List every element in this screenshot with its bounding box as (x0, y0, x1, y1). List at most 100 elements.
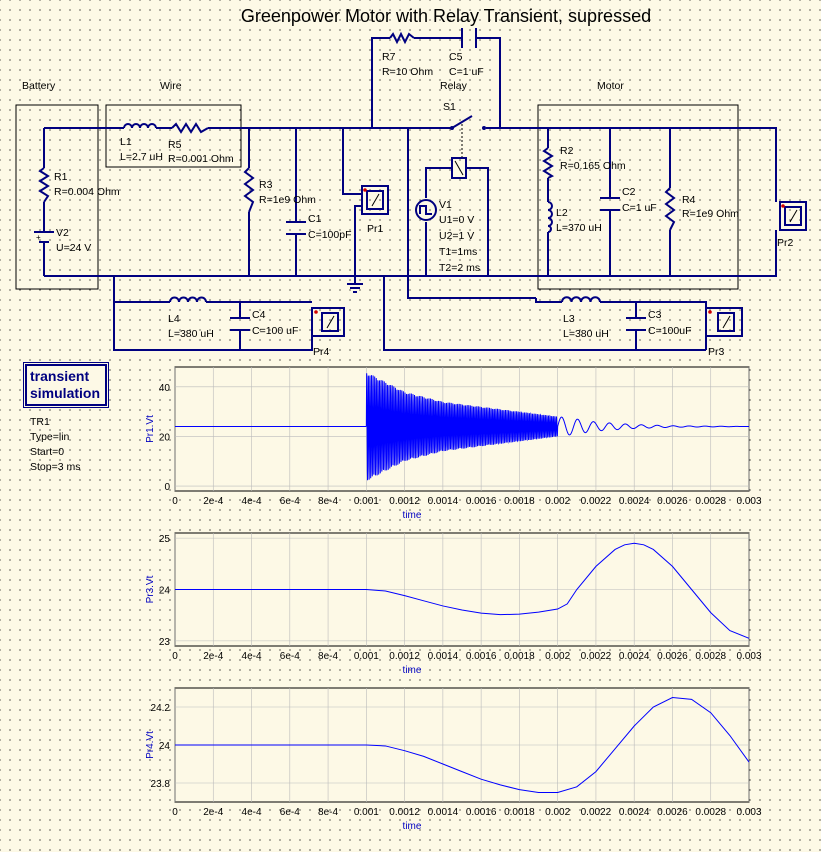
resistor-R7[interactable] (389, 31, 415, 45)
R5-value: R=0.001 Ohm (168, 153, 234, 165)
x-tick-label: 0.002 (545, 496, 570, 507)
relay-switch-S1[interactable] (450, 115, 486, 158)
wire-section-box (105, 104, 242, 168)
C3-name: C3 (648, 309, 662, 321)
x-axis-label: time (403, 665, 422, 676)
x-tick-label: 0.0022 (581, 496, 612, 507)
x-tick-label: 0.0016 (466, 807, 497, 818)
Pr4-name: Pr4 (313, 346, 330, 358)
diagram-title: Greenpower Motor with Relay Transient, s… (241, 6, 651, 26)
x-tick-label: 8e-4 (318, 496, 338, 507)
probe-Pr2[interactable] (779, 201, 807, 231)
C1-value: C=100pF (308, 229, 352, 241)
relay-label: Relay (440, 80, 468, 92)
x-tick-label: 8e-4 (318, 807, 338, 818)
x-tick-label: 0.0014 (428, 807, 459, 818)
x-tick-label: 0.0012 (389, 807, 420, 818)
ground-symbol (347, 276, 363, 293)
probe-Pr4[interactable] (311, 307, 345, 337)
L2-name: L2 (556, 207, 568, 219)
C4-name: C4 (252, 309, 266, 321)
C3-value: C=100uF (648, 325, 692, 337)
x-tick-label: 0 (172, 651, 178, 662)
x-tick-label: 0 (172, 807, 178, 818)
C5-value: C=1 uF (449, 66, 484, 78)
x-tick-label: 0.0018 (504, 496, 535, 507)
L4-name: L4 (168, 313, 180, 325)
C2-name: C2 (622, 186, 636, 198)
motor-label: Motor (597, 80, 624, 92)
L1-name: L1 (120, 136, 132, 148)
x-tick-label: 0.0026 (657, 651, 688, 662)
resistor-R4[interactable] (664, 187, 676, 231)
capacitor-C5[interactable] (461, 28, 477, 48)
wires (43, 37, 777, 351)
wire-label: Wire (160, 80, 182, 92)
Pr2-name: Pr2 (777, 237, 794, 249)
L3-name: L3 (563, 313, 575, 325)
x-tick-label: 0 (172, 496, 178, 507)
relay-coil[interactable] (451, 157, 467, 179)
x-tick-label: 0.001 (354, 651, 379, 662)
x-tick-label: 4e-4 (242, 651, 262, 662)
capacitor-C2[interactable] (600, 197, 620, 211)
x-tick-label: 0.0018 (504, 807, 535, 818)
Pr1-name: Pr1 (367, 223, 384, 235)
series-line (175, 696, 750, 793)
motor-section-box (537, 104, 739, 290)
inductor-L3[interactable] (561, 296, 601, 303)
x-tick-label: 0.0012 (389, 496, 420, 507)
x-tick-label: 8e-4 (318, 651, 338, 662)
y-tick-label: 24 (159, 741, 171, 752)
transient-simulation-block[interactable]: transient simulation (25, 364, 107, 406)
resistor-R3[interactable] (243, 167, 255, 213)
probe-Pr3[interactable] (705, 307, 743, 337)
transient-plots: 0 2e-4 4e-4 6e-4 8e-4 0.001 0.0012 0.0014 0.0016… (145, 366, 762, 832)
x-tick-label: 2e-4 (203, 651, 223, 662)
resistor-R2[interactable] (542, 147, 555, 179)
y-tick-label: 23 (159, 637, 171, 648)
capacitor-C1[interactable] (286, 221, 306, 235)
V1-name: V1 (439, 199, 452, 211)
C4-value: C=100 uF (252, 325, 298, 337)
sim-label-line1: transient (30, 368, 90, 384)
probe-Pr1[interactable] (361, 185, 389, 215)
R4-name: R4 (682, 194, 696, 206)
x-tick-label: 4e-4 (242, 496, 262, 507)
sim-param: TR1 (30, 416, 50, 428)
resistor-R1[interactable] (38, 167, 50, 203)
x-tick-label: 0.001 (354, 496, 379, 507)
capacitor-C3[interactable] (626, 317, 646, 331)
x-tick-label: 6e-4 (280, 807, 300, 818)
battery-V2[interactable] (34, 228, 54, 252)
x-tick-label: 0.0026 (657, 496, 688, 507)
R5-name: R5 (168, 139, 182, 151)
x-tick-label: 0.0022 (581, 807, 612, 818)
inductor-L2[interactable] (547, 201, 553, 233)
series-line (175, 373, 749, 481)
capacitor-C4[interactable] (230, 317, 250, 331)
y-axis-label: Pr1.Vt (145, 415, 156, 443)
sim-param: Start=0 (30, 446, 65, 458)
inductor-L1[interactable] (123, 123, 172, 129)
x-tick-label: 0.0016 (466, 651, 497, 662)
simulation-params: TR1 Type=lin Start=0 Stop=3 ms (30, 415, 81, 475)
sim-param: Stop=3 ms (30, 461, 81, 473)
y-tick-label: 24 (159, 586, 171, 597)
x-tick-label: 0.0022 (581, 651, 612, 662)
x-tick-label: 0.0024 (619, 496, 650, 507)
pulse-source-V1[interactable] (415, 199, 437, 221)
V1-param-2: T1=1ms (439, 246, 477, 258)
y-tick-label: 40 (159, 383, 171, 394)
x-axis-label: time (403, 821, 422, 832)
y-axis-label: Pr3.Vt (145, 575, 156, 603)
inductor-L4[interactable] (169, 296, 207, 303)
x-tick-label: 0.003 (736, 807, 761, 818)
C1-name: C1 (308, 213, 322, 225)
R3-name: R3 (259, 179, 273, 191)
C2-value: C=1 uF (622, 202, 657, 214)
resistor-R5[interactable] (171, 122, 209, 134)
L2-value: L=370 uH (556, 222, 602, 234)
